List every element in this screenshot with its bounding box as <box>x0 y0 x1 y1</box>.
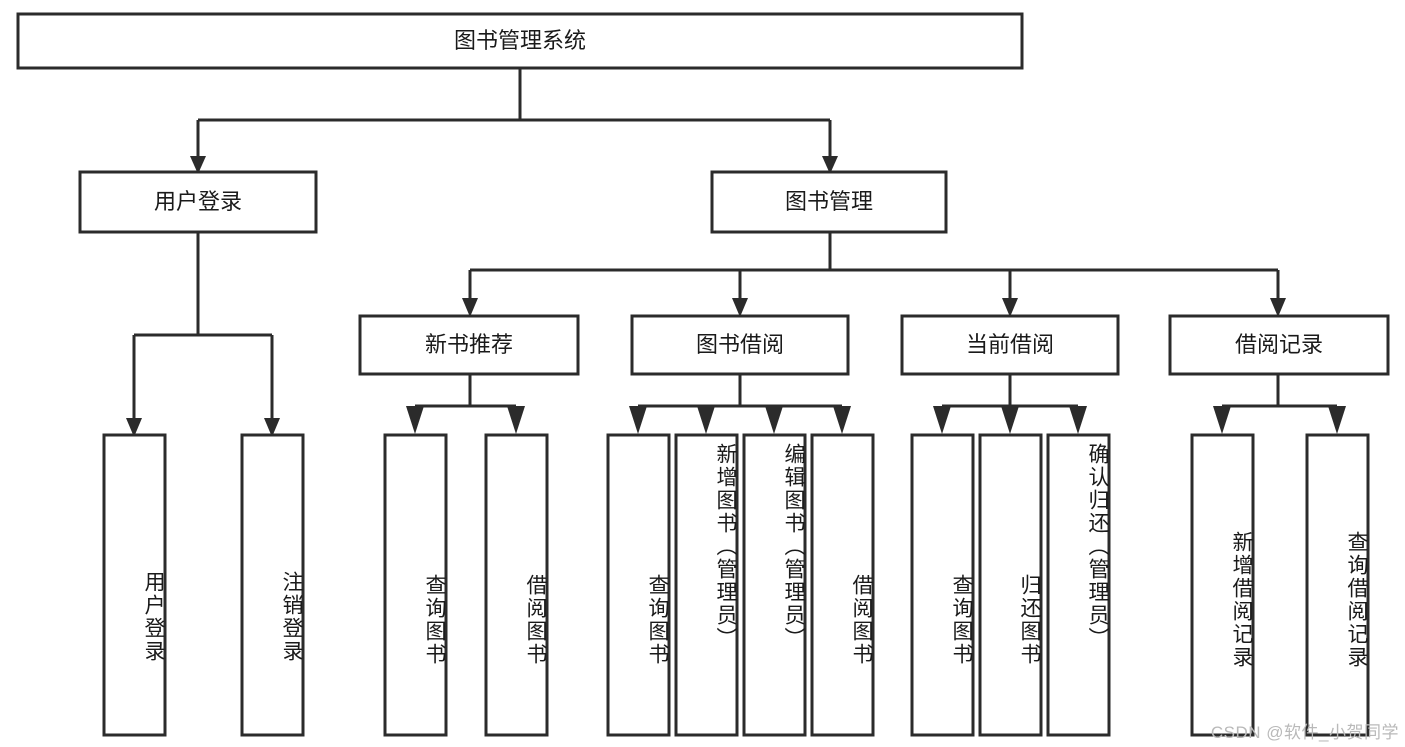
connector-borrowrecord-to-leaves <box>1213 374 1346 434</box>
connector-bookmgmt-to-level3 <box>462 232 1286 317</box>
node-current-borrow[interactable]: 当前借阅 <box>900 314 1120 376</box>
leaf-box-user-logout[interactable] <box>240 433 305 737</box>
leaf-box-cb-query-book[interactable] <box>910 433 975 737</box>
leaf-box-bb-add-book[interactable] <box>674 433 739 737</box>
leaf-box-bb-borrow-book[interactable] <box>810 433 875 737</box>
node-book-management-label: 图书管理 <box>785 189 873 214</box>
csdn-watermark: CSDN @软件_小贺同学 <box>1210 723 1399 742</box>
connector-bookborrow-to-leaves <box>629 374 851 434</box>
node-current-borrow-label: 当前借阅 <box>966 332 1054 357</box>
connector-userlogin-to-leaves <box>126 232 280 437</box>
leaf-boxes <box>102 433 1370 737</box>
connector-currentborrow-to-leaves <box>933 374 1087 434</box>
node-root-system[interactable]: 图书管理系统 <box>16 12 1024 70</box>
connector-newbook-to-leaves <box>406 374 525 434</box>
leaf-box-cb-confirm-return[interactable] <box>1046 433 1111 737</box>
leaf-box-cb-return-book[interactable] <box>978 433 1043 737</box>
node-new-book-recommend-label: 新书推荐 <box>425 332 513 357</box>
leaf-box-nb-query-book[interactable] <box>383 433 448 737</box>
node-book-management[interactable]: 图书管理 <box>710 170 948 234</box>
node-book-borrow-label: 图书借阅 <box>696 332 784 357</box>
leaf-box-bb-edit-book[interactable] <box>742 433 807 737</box>
node-user-login[interactable]: 用户登录 <box>78 170 318 234</box>
leaf-box-br-query-record[interactable] <box>1305 433 1370 737</box>
node-borrow-record-label: 借阅记录 <box>1235 332 1323 357</box>
node-borrow-record[interactable]: 借阅记录 <box>1168 314 1390 376</box>
node-user-login-label: 用户登录 <box>154 189 242 214</box>
leaf-box-bb-query-book[interactable] <box>606 433 671 737</box>
leaf-box-br-add-record[interactable] <box>1190 433 1255 737</box>
node-root-system-label: 图书管理系统 <box>454 28 586 53</box>
leaf-box-user-login[interactable] <box>102 433 167 737</box>
connector-root-to-level2 <box>190 68 838 174</box>
leaf-box-nb-borrow-book[interactable] <box>484 433 549 737</box>
node-book-borrow[interactable]: 图书借阅 <box>630 314 850 376</box>
node-new-book-recommend[interactable]: 新书推荐 <box>358 314 580 376</box>
